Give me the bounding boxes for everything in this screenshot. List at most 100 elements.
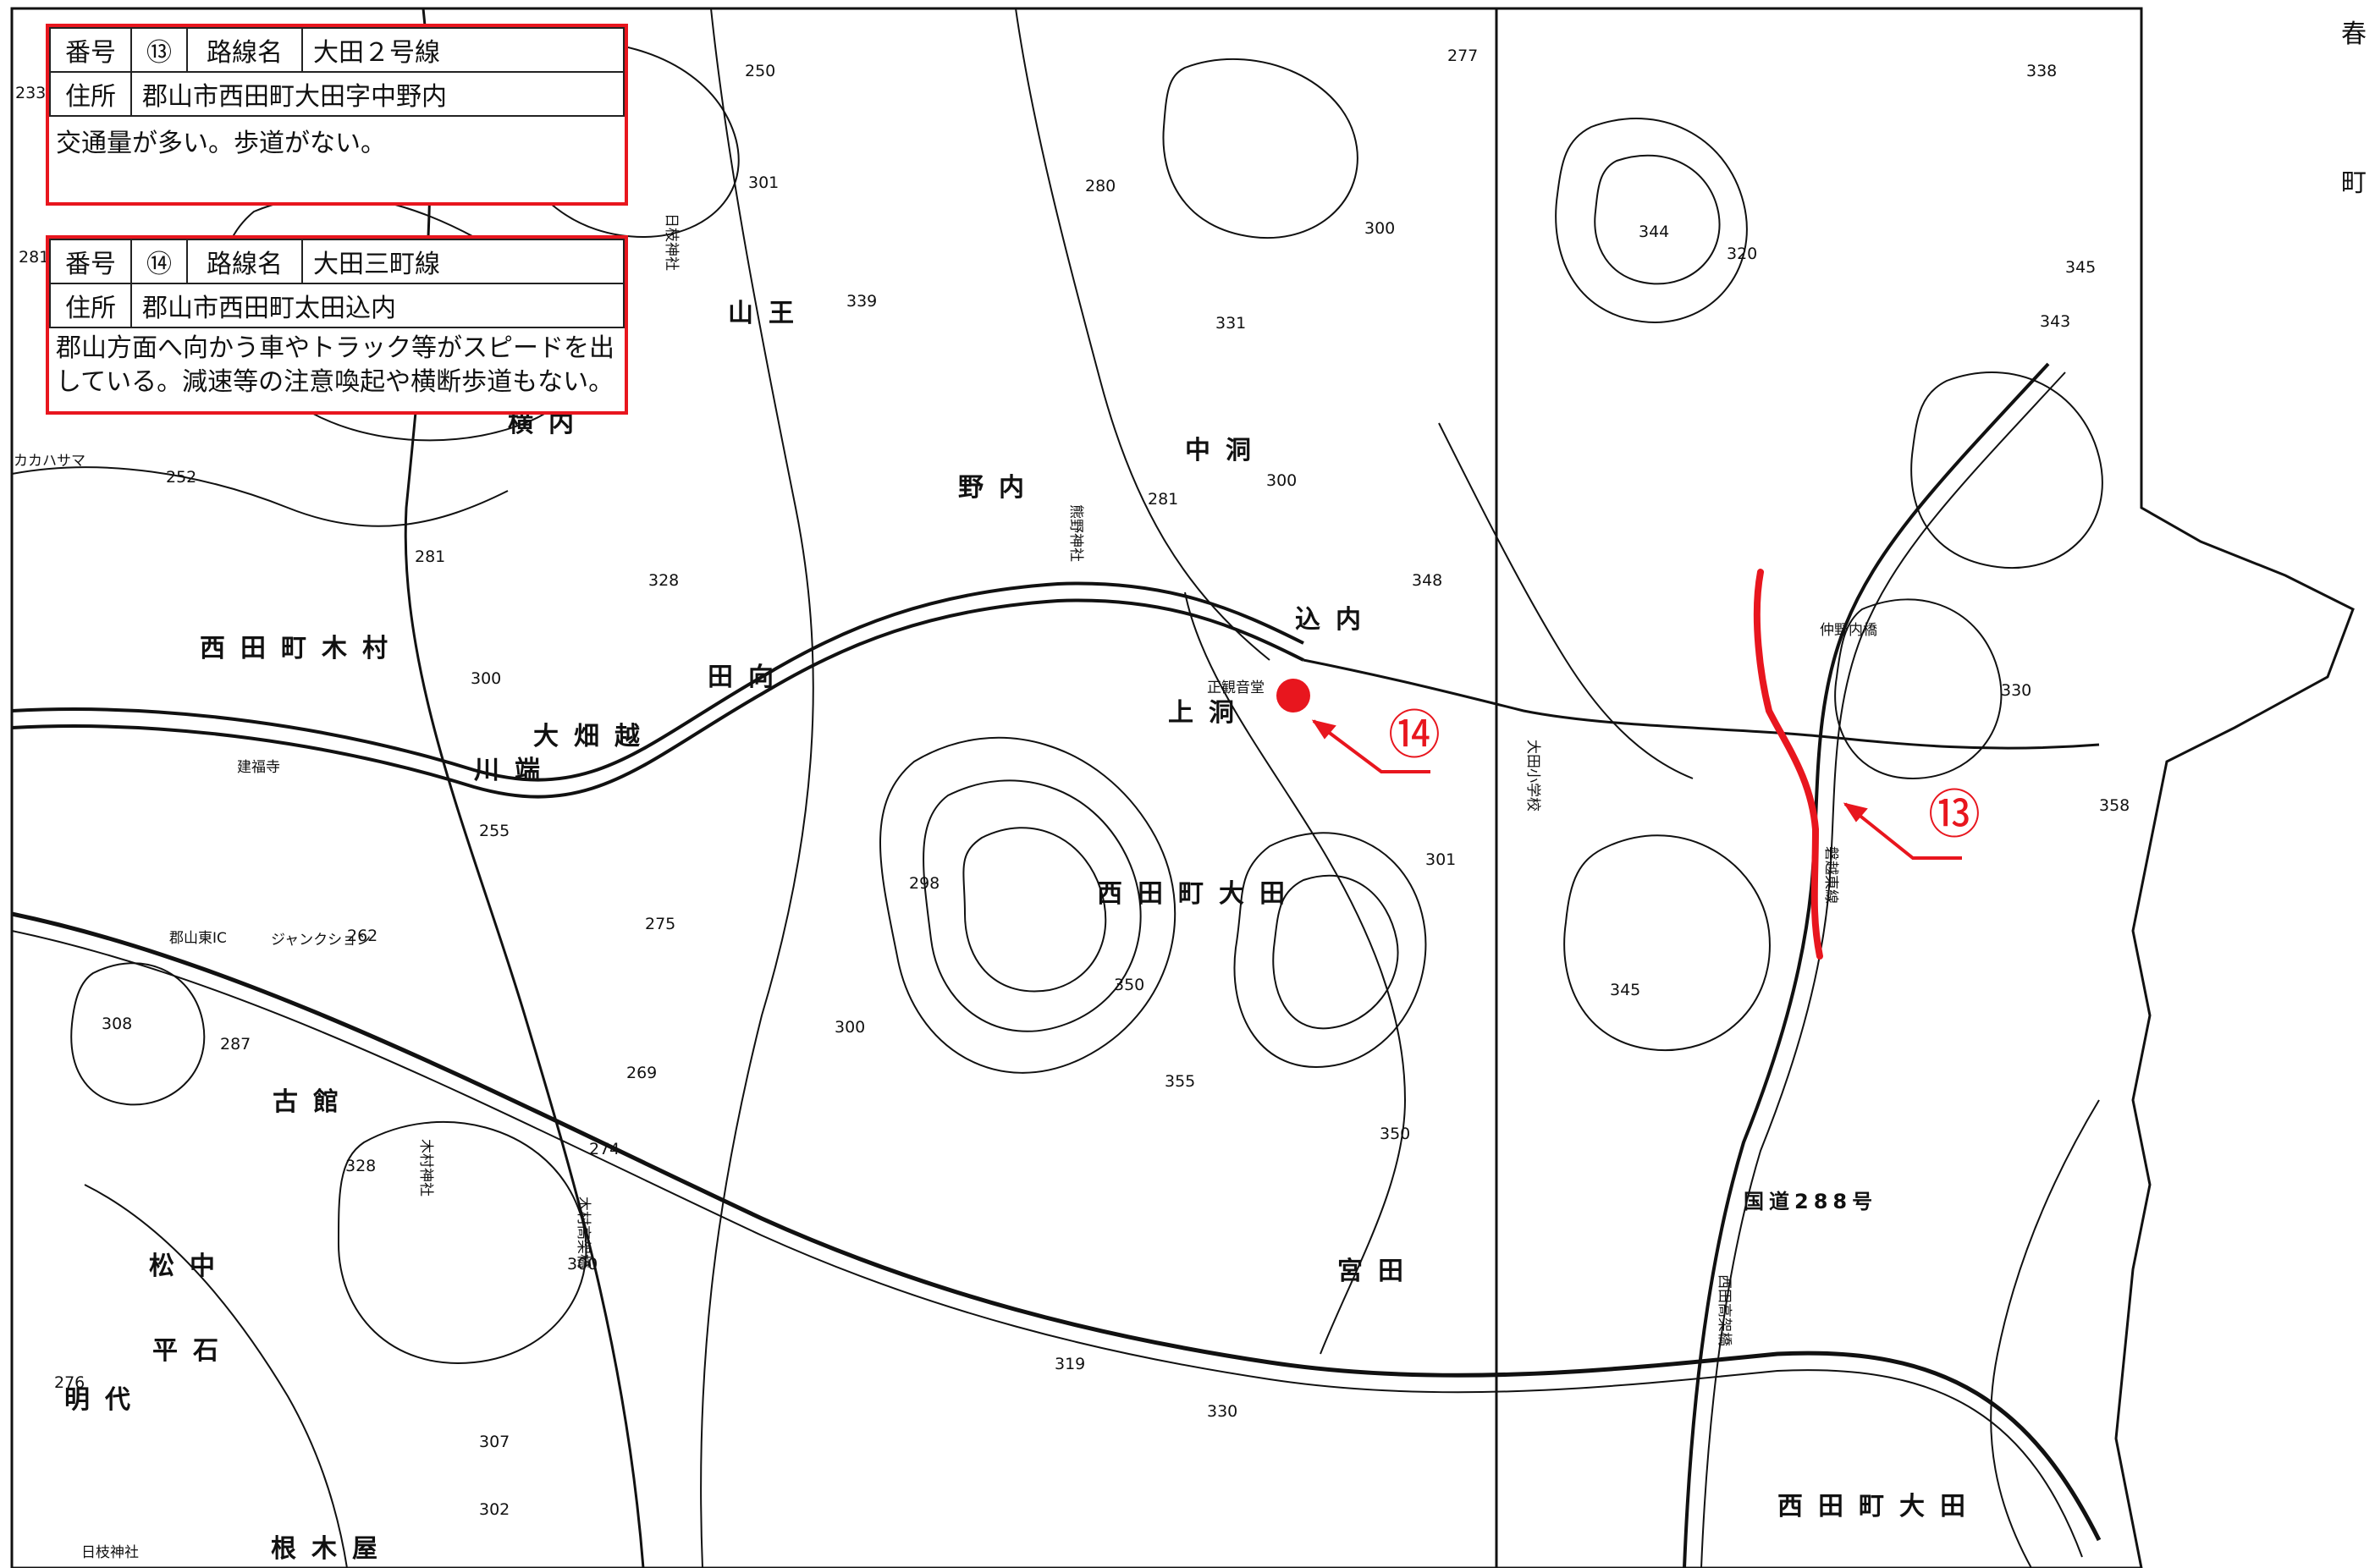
svg-text:345: 345	[1610, 981, 1640, 999]
edge-label: 春	[2341, 19, 2367, 49]
map-land	[10, 7, 2355, 1568]
place-label: 正観音堂	[1207, 679, 1265, 696]
svg-text:300: 300	[567, 1255, 598, 1274]
place-label: 明代	[64, 1385, 146, 1415]
svg-text:281: 281	[19, 248, 49, 267]
address-value: 郡山市西田町太田込内	[130, 283, 625, 328]
place-label: 宮田	[1337, 1257, 1419, 1286]
place-label: 中洞	[1185, 436, 1266, 465]
svg-text:262: 262	[347, 927, 377, 945]
svg-text:300: 300	[1266, 471, 1297, 490]
location-14-marker	[1276, 679, 1310, 712]
place-label: 川端	[474, 756, 555, 785]
place-label: 西田町木村	[200, 634, 403, 663]
svg-text:348: 348	[1412, 571, 1442, 590]
place-label: 田向	[708, 663, 789, 692]
number-label: 番号	[49, 27, 132, 73]
place-label: 仲野内橋	[1820, 622, 1877, 639]
svg-text:269: 269	[626, 1064, 657, 1082]
route-label: 路線名	[186, 239, 303, 284]
svg-text:301: 301	[1425, 850, 1456, 869]
svg-text:300: 300	[1364, 219, 1395, 238]
svg-text:300: 300	[471, 669, 501, 688]
address-label: 住所	[49, 283, 132, 328]
place-label: 郡山東IC	[169, 930, 227, 947]
address-label: 住所	[49, 71, 132, 117]
svg-text:330: 330	[1207, 1402, 1237, 1421]
description: 郡山方面へ向かう車やトラック等がスピードを出している。減速等の注意喚起や横断歩道…	[56, 333, 614, 397]
svg-text:274: 274	[589, 1140, 620, 1158]
svg-text:330: 330	[2001, 681, 2031, 700]
svg-text:252: 252	[166, 468, 196, 487]
svg-text:276: 276	[54, 1373, 85, 1392]
place-label: 西田町大田	[1097, 879, 1300, 909]
place-label: 木村高架橋	[575, 1197, 592, 1268]
route-name: 大田２号線	[301, 27, 625, 73]
svg-text:308: 308	[102, 1015, 132, 1033]
place-label: 磐越東線	[1822, 846, 1839, 904]
arrow-14-head	[1311, 719, 1336, 740]
route-name: 大田三町線	[301, 239, 625, 284]
svg-text:302: 302	[479, 1500, 510, 1519]
svg-text:339: 339	[846, 292, 877, 311]
svg-text:343: 343	[2040, 312, 2070, 331]
place-label: 山王	[728, 299, 809, 328]
route-13-number-label: ⑬	[1928, 784, 1981, 845]
svg-text:281: 281	[415, 547, 445, 566]
info-box-13: 番号 ⑬ 路線名 大田２号線 住所 郡山市西田町大田字中野内 交通量が多い。歩道…	[46, 24, 628, 206]
place-label: 西田町大田	[1777, 1492, 1981, 1521]
number-value: ⑬	[130, 27, 188, 73]
place-label: 野内	[958, 473, 1039, 503]
place-label: 熊野神社	[1067, 504, 1084, 562]
svg-text:298: 298	[909, 874, 940, 893]
place-label: 平石	[152, 1336, 234, 1366]
place-label: 建福寺	[237, 759, 280, 776]
place-label: 日枝神社	[81, 1544, 139, 1561]
svg-text:350: 350	[1114, 976, 1144, 994]
place-label: 日枝神社	[663, 213, 680, 271]
arrow-13-head	[1843, 802, 1868, 823]
svg-text:281: 281	[1148, 490, 1178, 509]
svg-text:331: 331	[1215, 314, 1246, 333]
svg-text:233: 233	[15, 84, 46, 102]
place-label: カカハサマ	[14, 453, 85, 470]
place-label: 大田小学校	[1524, 740, 1541, 812]
description: 交通量が多い。歩道がない。	[56, 129, 386, 158]
place-label: 松中	[149, 1252, 230, 1281]
place-label: 根木屋	[271, 1534, 393, 1564]
svg-text:280: 280	[1085, 177, 1116, 195]
svg-text:350: 350	[1380, 1125, 1410, 1143]
svg-text:358: 358	[2099, 796, 2130, 815]
svg-text:355: 355	[1165, 1072, 1195, 1091]
route-14-number-label: ⑭	[1388, 704, 1441, 766]
svg-text:345: 345	[2065, 258, 2096, 277]
svg-text:307: 307	[479, 1433, 510, 1451]
svg-text:301: 301	[748, 173, 779, 192]
info-table: 番号 ⑭ 路線名 大田三町線 住所 郡山市西田町太田込内	[49, 239, 625, 328]
svg-text:300: 300	[835, 1018, 865, 1037]
place-label: 西田高架橋	[1716, 1274, 1733, 1346]
svg-text:277: 277	[1447, 47, 1478, 65]
svg-text:287: 287	[220, 1035, 251, 1054]
svg-text:328: 328	[648, 571, 679, 590]
info-table: 番号 ⑬ 路線名 大田２号線 住所 郡山市西田町大田字中野内	[49, 27, 625, 117]
arrow-13	[1843, 802, 1962, 860]
place-label: ジャンクション	[271, 932, 371, 949]
place-label: 上洞	[1168, 698, 1249, 728]
route-label: 路線名	[186, 27, 303, 73]
number-value: ⑭	[130, 239, 188, 284]
place-label: 込内	[1295, 605, 1376, 635]
edge-label: 町	[2341, 168, 2367, 198]
place-label: 古館	[273, 1087, 354, 1117]
svg-text:275: 275	[645, 915, 675, 933]
svg-text:250: 250	[745, 62, 775, 80]
svg-text:320: 320	[1727, 245, 1757, 263]
svg-text:338: 338	[2026, 62, 2057, 80]
place-label: 木村神社	[417, 1139, 434, 1197]
info-box-14: 番号 ⑭ 路線名 大田三町線 住所 郡山市西田町太田込内 郡山方面へ向かう車やト…	[46, 235, 628, 415]
svg-text:319: 319	[1055, 1355, 1085, 1373]
number-label: 番号	[49, 239, 132, 284]
arrow-14	[1312, 719, 1430, 773]
svg-text:344: 344	[1639, 223, 1669, 241]
svg-text:328: 328	[345, 1157, 376, 1175]
